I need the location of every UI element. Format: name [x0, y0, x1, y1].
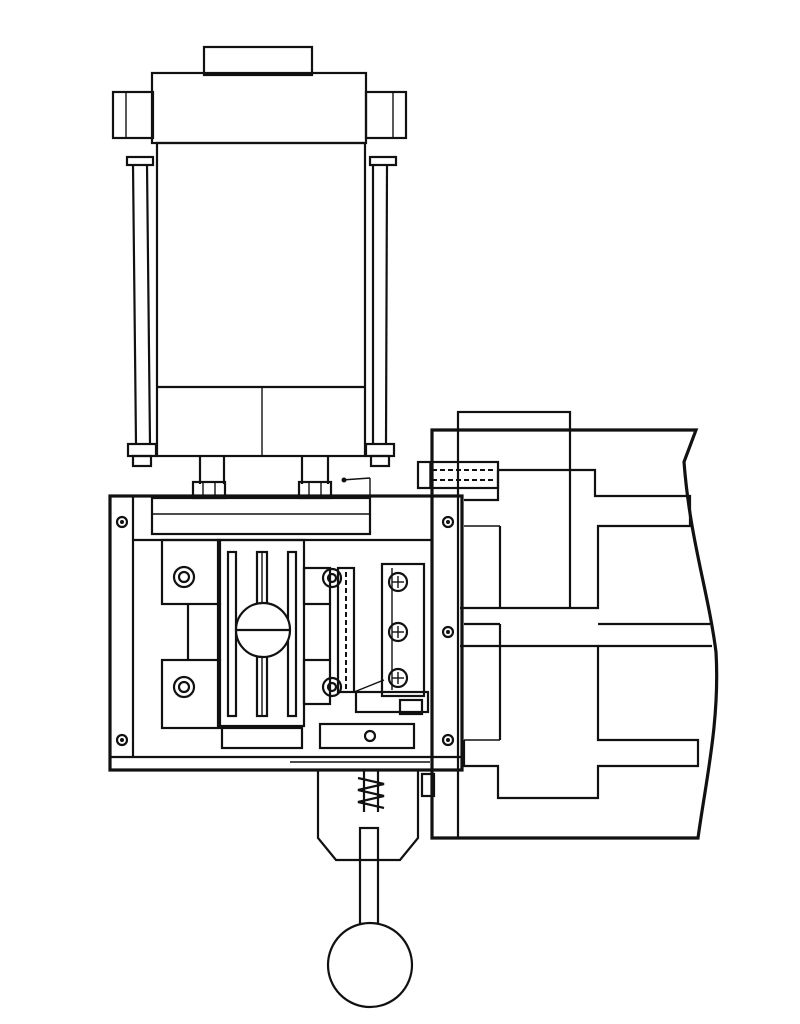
scale-gauge [290, 562, 430, 763]
handle-assembly [316, 770, 436, 1009]
right-tie-rod [364, 155, 398, 468]
corner-marker-bl [115, 733, 129, 747]
right-housing [416, 410, 719, 840]
housing-inner-cavity [460, 468, 700, 800]
left-clamp-block [160, 538, 222, 730]
corner-marker-tl [115, 515, 129, 529]
spring [357, 770, 385, 812]
handle-housing [316, 770, 420, 862]
motor-right-ear [364, 90, 408, 140]
gauge-screw-top [387, 571, 409, 593]
corner-marker-tr [441, 515, 455, 529]
motor-left-ear [111, 90, 155, 140]
corner-marker-br [441, 733, 455, 747]
center-slide [216, 538, 306, 750]
handle-shaft [358, 826, 380, 926]
bolt-head-lower-left [172, 675, 196, 699]
lower-adjuster-block [318, 722, 416, 750]
motor-top-cap [202, 45, 314, 77]
bolt-head-upper-left [172, 565, 196, 589]
right-clamp-block [302, 566, 385, 706]
bolt-head-upper-right [321, 567, 343, 589]
adjustment-rail [336, 566, 356, 694]
base-plate [108, 494, 464, 772]
corner-marker-mr [441, 625, 455, 639]
base-plate-outline [108, 494, 464, 772]
motor-body [155, 141, 367, 458]
gauge-screw-bottom [387, 667, 409, 689]
gauge-screw-mid [387, 621, 409, 643]
bolt-head-lower-right [321, 676, 343, 698]
left-tie-rod [125, 155, 158, 468]
handle-knob [326, 921, 414, 1009]
motor-assembly [111, 45, 408, 500]
motor-head [150, 71, 368, 145]
top-clamp-bar [150, 496, 372, 536]
housing-outline [430, 428, 719, 840]
housing-top-boss [456, 410, 572, 432]
threaded-stud [416, 460, 500, 490]
